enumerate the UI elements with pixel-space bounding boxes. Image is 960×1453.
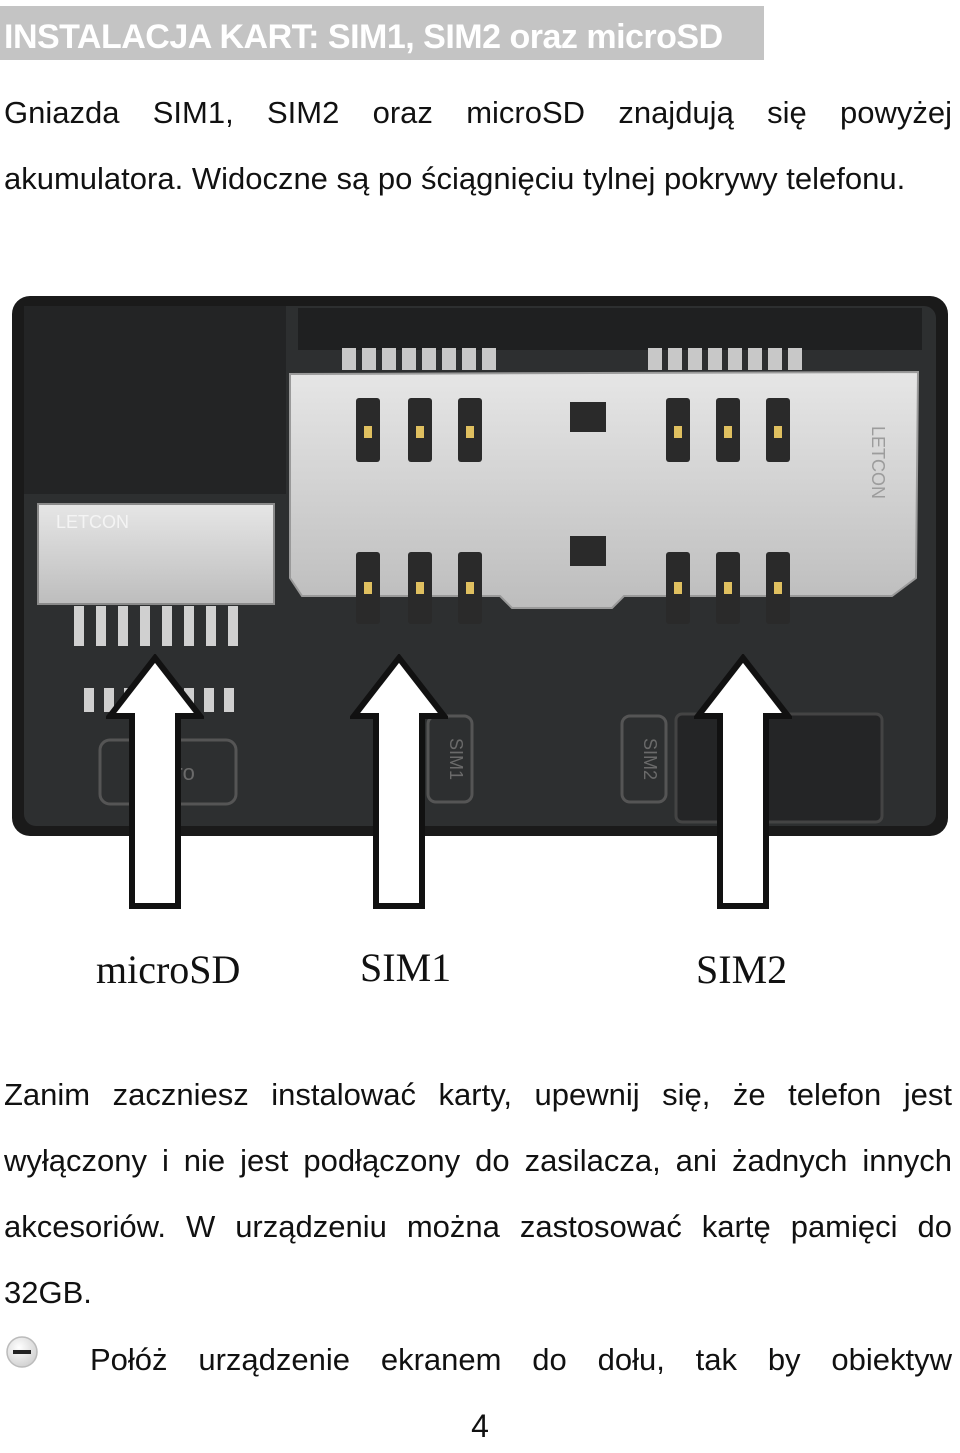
bullet-text: Połóż urządzenie ekranem do dołu, tak by… — [90, 1342, 952, 1377]
page-title: INSTALACJA KART: SIM1, SIM2 oraz microSD — [4, 18, 723, 56]
minus-circle-icon — [6, 1336, 38, 1368]
label-sim2: SIM2 — [696, 947, 788, 992]
label-microsd: microSD — [96, 947, 241, 992]
sim1-slot-marking — [426, 714, 474, 804]
left-block — [24, 306, 286, 494]
top-contacts-right — [648, 348, 802, 370]
letcon-left-text: LETCON — [56, 512, 129, 532]
microsd-holder — [37, 503, 275, 605]
arrow-sim1-icon — [350, 654, 448, 909]
sim-pin-highlights — [364, 426, 782, 594]
sim2-slot-marking — [620, 714, 668, 804]
sim-slot-photo: LETCON LETCON micro SIM1 SIM2 — [12, 296, 948, 836]
bullet-item: Połóż urządzenie ekranem do dołu, tak by… — [0, 1330, 952, 1390]
title-bar: INSTALACJA KART: SIM1, SIM2 oraz microSD — [0, 6, 764, 60]
sim-holder — [289, 370, 920, 609]
label-sim1: SIM1 — [360, 945, 452, 990]
top-bar — [298, 308, 922, 350]
intro-paragraph: Gniazda SIM1, SIM2 oraz microSD znajdują… — [4, 95, 952, 196]
sim1-slot-text: SIM1 — [446, 738, 466, 780]
sim2-slot-text: SIM2 — [640, 738, 660, 780]
page-number: 4 — [471, 1408, 489, 1444]
top-contacts-left — [342, 348, 496, 370]
arrow-sim2-icon — [694, 654, 792, 909]
arrow-microsd-icon — [106, 654, 204, 909]
body-paragraph: Zanim zaczniesz instalować karty, upewni… — [4, 1077, 952, 1310]
microsd-pins — [74, 606, 238, 646]
letcon-right-text: LETCON — [868, 426, 888, 499]
